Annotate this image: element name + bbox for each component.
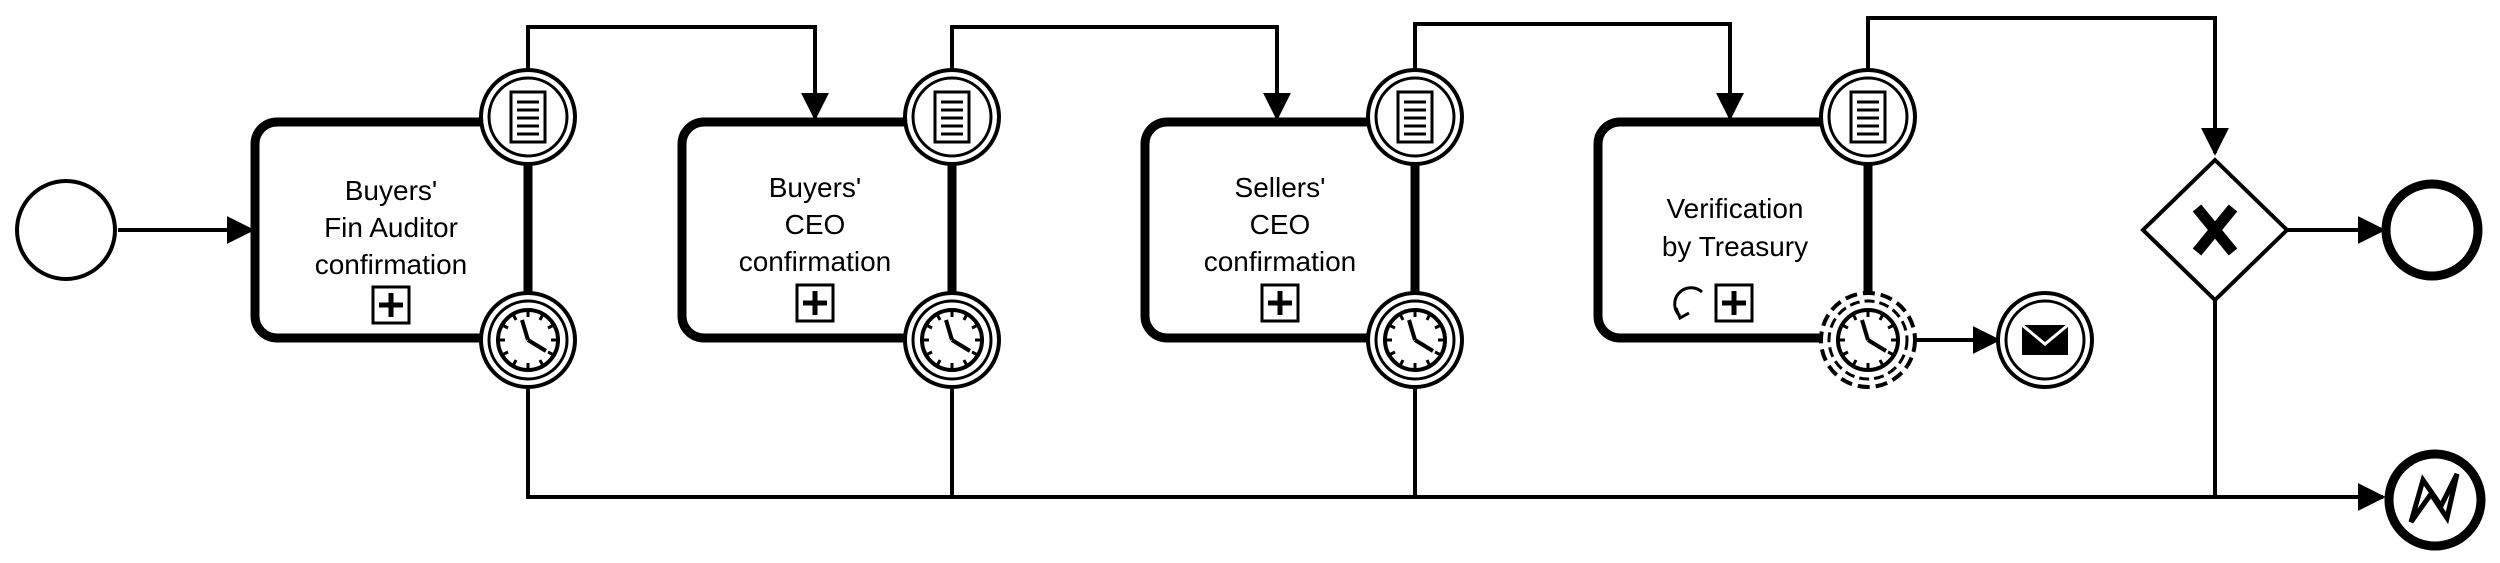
flow-task2-doc-to-task3[interactable] <box>950 25 1291 121</box>
task-3-label-line-3: confirmation <box>1204 246 1357 277</box>
x-icon <box>2192 204 2238 256</box>
subprocess-plus-icon <box>1260 283 1300 323</box>
flow-task3-doc-to-task4[interactable] <box>1413 22 1744 121</box>
task-2-label-line-1: Buyers' <box>769 172 862 203</box>
non-interrupting-timer-boundary-event[interactable] <box>1819 291 1917 389</box>
subprocess-task-4[interactable]: Verification by Treasury <box>1593 117 1873 343</box>
subprocess-task-3[interactable]: Sellers' CEO confirmation <box>1140 117 1420 343</box>
timer-boundary-event-3[interactable] <box>1366 291 1464 389</box>
subprocess-task-1[interactable]: Buyers' Fin Auditor confirmation <box>250 117 533 343</box>
end-event[interactable] <box>2381 179 2483 281</box>
start-event[interactable] <box>15 179 117 281</box>
error-end-event[interactable] <box>2384 449 2486 551</box>
task-1-label-line-3: confirmation <box>315 249 468 280</box>
exclusive-gateway[interactable] <box>2140 157 2290 303</box>
task-3-label-line-2: CEO <box>1250 209 1311 240</box>
document-boundary-event-2[interactable] <box>903 68 1001 166</box>
clock-icon <box>1383 308 1447 372</box>
task-1-label-line-2: Fin Auditor <box>324 212 458 243</box>
document-boundary-event-4[interactable] <box>1819 68 1917 166</box>
task-3-label-line-1: Sellers' <box>1235 172 1326 203</box>
loop-icon <box>1673 286 1704 321</box>
task-2-label-line-2: CEO <box>785 209 846 240</box>
subprocess-task-2[interactable]: Buyers' CEO confirmation <box>677 117 957 343</box>
subprocess-plus-icon <box>795 283 835 323</box>
document-boundary-event-3[interactable] <box>1366 68 1464 166</box>
flow-task4-doc-to-gateway[interactable] <box>1866 16 2229 156</box>
clock-icon <box>920 308 984 372</box>
task-1-label-line-1: Buyers' <box>345 175 438 206</box>
envelope-icon <box>2021 323 2069 355</box>
lightning-icon <box>2408 472 2460 525</box>
sequence-flows <box>118 16 2386 511</box>
message-event[interactable] <box>1996 291 2094 389</box>
subprocess-plus-icon <box>371 285 411 325</box>
timer-boundary-event-1[interactable] <box>479 291 577 389</box>
timer-boundary-event-2[interactable] <box>903 291 1001 389</box>
task-2-label-line-3: confirmation <box>739 246 892 277</box>
document-boundary-event-1[interactable] <box>479 68 577 166</box>
clock-icon <box>1836 308 1900 372</box>
subprocess-plus-icon <box>1714 283 1754 323</box>
clock-icon <box>496 308 560 372</box>
task-4-label-line-1: Verification <box>1667 193 1804 224</box>
flow-timers-to-error-end[interactable] <box>526 385 2386 511</box>
flow-task1-doc-to-task2[interactable] <box>526 25 829 121</box>
task-4-label-line-2: by Treasury <box>1662 231 1808 262</box>
